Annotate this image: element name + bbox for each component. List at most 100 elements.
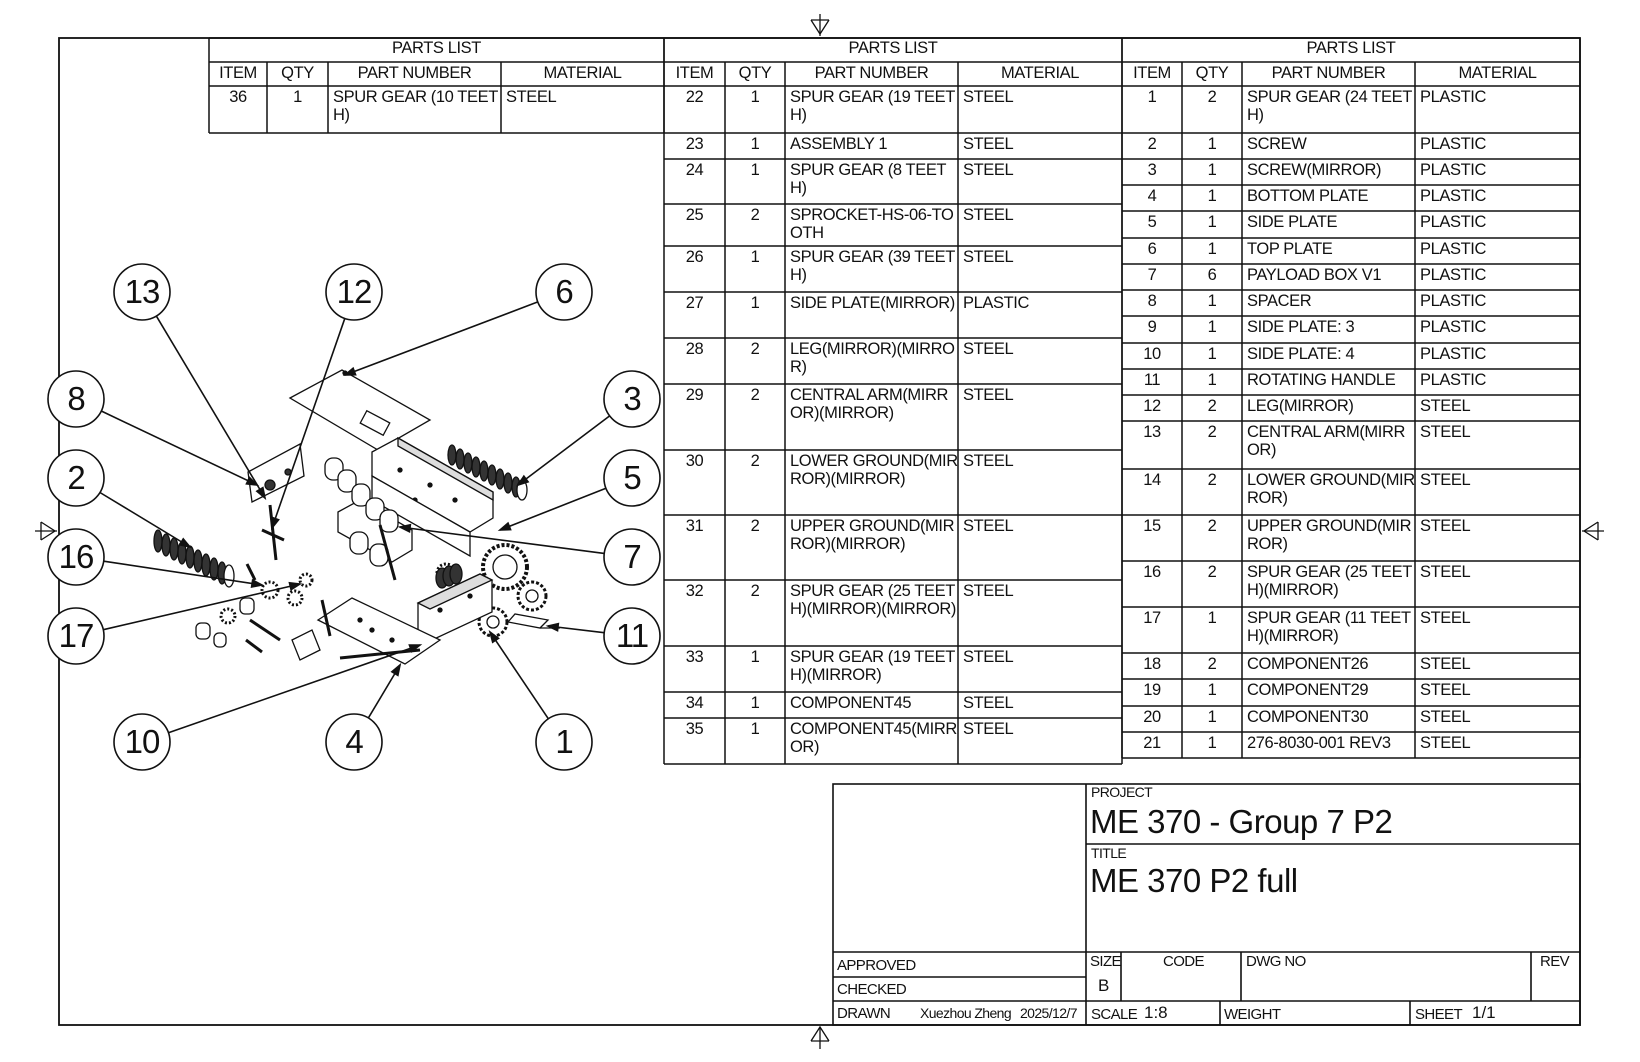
column-header: QTY — [281, 64, 314, 82]
table-cell-item: 17 — [1143, 609, 1161, 627]
table-cell-part: SPUR GEAR (11 TEETH)(MIRROR) — [1247, 609, 1411, 645]
table-cell-part: SPACER — [1247, 292, 1312, 310]
table-cell-material: STEEL — [963, 694, 1014, 712]
column-header: PART NUMBER — [814, 64, 929, 82]
table-cell-material: STEEL — [506, 88, 557, 106]
balloon-number: 10 — [124, 723, 161, 760]
table-cell-qty: 1 — [1207, 371, 1217, 389]
table-cell-part: SCREW(MIRROR) — [1247, 161, 1382, 179]
leader-arrowhead — [245, 476, 260, 487]
table-cell-part: UPPER GROUND(MIRROR)(MIRROR) — [790, 517, 955, 553]
approved-label: APPROVED — [837, 957, 916, 974]
table-cell-material: STEEL — [1420, 397, 1471, 415]
size-label: SIZE — [1090, 953, 1122, 970]
table-cell-part: LOWER GROUND(MIRROR) — [1247, 471, 1415, 507]
column-header: ITEM — [675, 64, 714, 82]
table-cell-item: 4 — [1147, 187, 1157, 205]
column-header: ITEM — [1133, 64, 1171, 82]
weight-label: WEIGHT — [1224, 1006, 1281, 1023]
table-cell-part: SPUR GEAR (10 TEETH) — [333, 88, 498, 124]
leader-arrowhead — [408, 644, 423, 653]
table-cell-item: 1 — [1147, 88, 1157, 106]
balloon-number: 11 — [615, 617, 649, 654]
table-cell-part: CENTRAL ARM(MIRROR)(MIRROR) — [790, 386, 948, 422]
table-cell-part: SCREW — [1247, 135, 1307, 153]
table-cell-qty: 2 — [750, 340, 760, 358]
table-cell-part: COMPONENT26 — [1247, 655, 1369, 673]
bushing-part — [195, 597, 321, 661]
table-cell-qty: 2 — [1207, 88, 1217, 106]
balloon-leader — [103, 583, 301, 631]
balloon-circle — [47, 528, 105, 586]
balloon-circle — [535, 263, 593, 321]
table-cell-material: PLASTIC — [1420, 88, 1486, 106]
small-gear-stack-part — [435, 563, 463, 589]
table-cell-material: STEEL — [963, 386, 1014, 404]
table-cell-qty: 1 — [750, 720, 760, 738]
table-cell-material: PLASTIC — [1420, 266, 1486, 284]
table-cell-qty: 2 — [750, 452, 760, 470]
table-cell-part: ROTATING HANDLE — [1247, 371, 1396, 389]
balloon-leader — [499, 487, 607, 531]
balloon-number: 5 — [623, 459, 641, 496]
table-cell-item: 14 — [1143, 471, 1161, 489]
table-cell-part: 276-8030-001 REV3 — [1247, 734, 1391, 752]
table-cell-item: 9 — [1147, 318, 1157, 336]
table-cell-qty: 1 — [750, 88, 760, 106]
column-header: MATERIAL — [1000, 64, 1080, 82]
balloon-number: 8 — [67, 380, 85, 417]
drawn-date: 2025/12/7 — [1020, 1005, 1077, 1021]
table-cell-material: STEEL — [963, 517, 1014, 535]
table-cell-qty: 1 — [1207, 135, 1217, 153]
table-cell-material: PLASTIC — [1420, 213, 1486, 231]
table-cell-material: PLASTIC — [1420, 240, 1486, 258]
leader-arrowhead — [497, 521, 512, 531]
balloon-circle — [535, 713, 593, 771]
balloon-circle — [603, 528, 661, 586]
balloon-number: 17 — [58, 617, 95, 654]
table-cell-qty: 2 — [1207, 397, 1217, 415]
code-label: CODE — [1163, 953, 1205, 970]
balloon-leader — [155, 315, 266, 499]
balloon-callouts — [47, 263, 661, 771]
table-cell-part: COMPONENT29 — [1247, 681, 1369, 699]
table-cell-material: STEEL — [1420, 609, 1471, 627]
table-cell-part: SPUR GEAR (25 TEETH)(MIRROR) — [1247, 563, 1412, 599]
table-cell-part: CENTRAL ARM(MIRROR) — [1247, 423, 1405, 459]
title-label: TITLE — [1091, 845, 1127, 861]
column-header: PART NUMBER — [1271, 64, 1386, 82]
table-cell-material: PLASTIC — [1420, 135, 1486, 153]
table-cell-item: 31 — [685, 517, 704, 535]
table-cell-qty: 1 — [1207, 681, 1217, 699]
leader-arrowhead — [545, 622, 560, 632]
balloon-number: 16 — [58, 538, 95, 575]
table-cell-qty: 2 — [1207, 423, 1217, 441]
table-cell-qty: 2 — [1207, 563, 1217, 581]
table-cell-material: STEEL — [963, 206, 1014, 224]
table-cell-material: STEEL — [1420, 517, 1471, 535]
table-cell-item: 5 — [1147, 213, 1157, 231]
table-cell-qty: 2 — [750, 582, 760, 600]
parts-list-gridlines — [208, 37, 1581, 765]
table-cell-material: PLASTIC — [1420, 318, 1486, 336]
table-cell-qty: 1 — [750, 294, 760, 312]
table-cell-part: SIDE PLATE: 3 — [1247, 318, 1355, 336]
balloon-circle — [325, 263, 383, 321]
table-cell-part: BOTTOM PLATE — [1247, 187, 1369, 205]
table-cell-material: STEEL — [1420, 563, 1471, 581]
table-cell-item: 29 — [685, 386, 704, 404]
table-cell-part: SPUR GEAR (19 TEETH)(MIRROR) — [790, 648, 955, 684]
center-marks — [35, 14, 1604, 1049]
leg-and-arm-part — [245, 504, 397, 654]
table-cell-item: 28 — [685, 340, 704, 358]
table-cell-part: SIDE PLATE(MIRROR) — [790, 294, 955, 312]
balloon-leader — [489, 631, 550, 720]
table-cell-item: 19 — [1143, 681, 1161, 699]
table-cell-material: STEEL — [1420, 681, 1471, 699]
center-plate-part — [371, 474, 471, 558]
table-cell-material: STEEL — [1420, 423, 1471, 441]
table-cell-material: PLASTIC — [1420, 161, 1486, 179]
table-cell-part: LOWER GROUND(MIRROR)(MIRROR) — [790, 452, 958, 488]
balloon-circle — [325, 713, 383, 771]
